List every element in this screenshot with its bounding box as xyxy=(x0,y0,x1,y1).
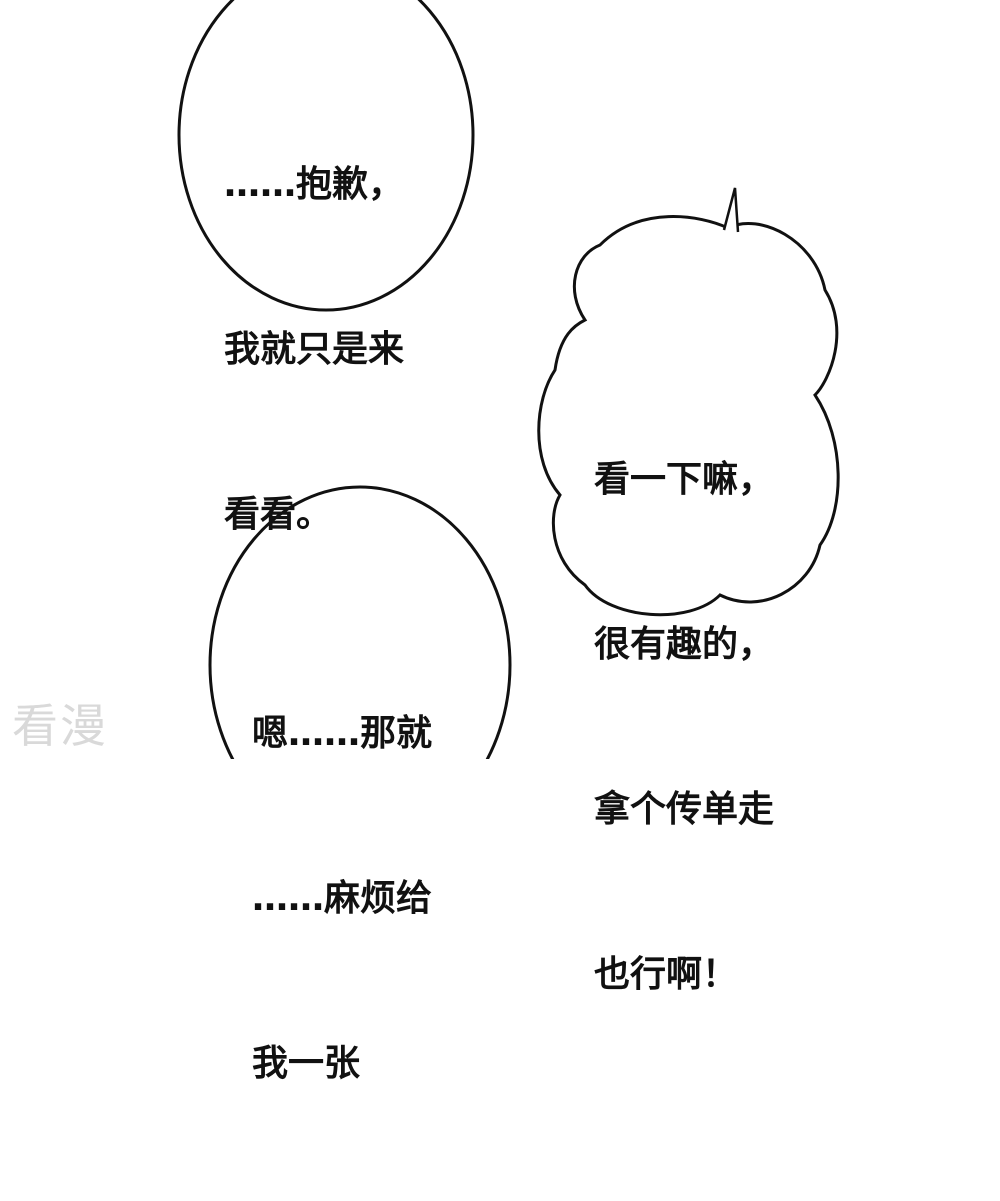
speech-line: 也行啊！ xyxy=(594,954,739,995)
speech-bubble-oval-bottom xyxy=(208,485,512,759)
speech-bubble-oval-top xyxy=(177,0,475,312)
speech-line: 看一下嘛， xyxy=(594,459,775,500)
speech-line: 我就只是来 xyxy=(224,329,405,370)
speech-line: ……麻烦给 xyxy=(252,878,433,919)
speech-bubbles-layer xyxy=(177,0,840,759)
speech-text-invitation: 看一下嘛， 很有趣的， 拿个传单走 也行啊！ xyxy=(594,342,774,1112)
speech-text-apology: ……抱歉， 我就只是来 看看。 xyxy=(224,47,404,652)
speech-line: 拿个传单走 xyxy=(594,789,775,830)
speech-bubble-cloud-tail xyxy=(722,187,740,233)
speech-text-reply: 嗯……那就 ……麻烦给 我一张 xyxy=(252,596,432,1201)
speech-line: 很有趣的， xyxy=(594,624,775,665)
speech-line: ……抱歉， xyxy=(224,164,405,205)
speech-line: 嗯……那就 xyxy=(252,713,433,754)
speech-bubble-cloud xyxy=(537,215,840,617)
comic-panel: ……抱歉， 我就只是来 看看。 看一下嘛， 很有趣的， 拿个传单走 也行啊！ 嗯… xyxy=(12,0,840,1084)
speech-line: 看看。 xyxy=(224,494,333,535)
speech-line: 我一张 xyxy=(252,1043,361,1084)
watermark: 看漫 xyxy=(12,699,108,753)
